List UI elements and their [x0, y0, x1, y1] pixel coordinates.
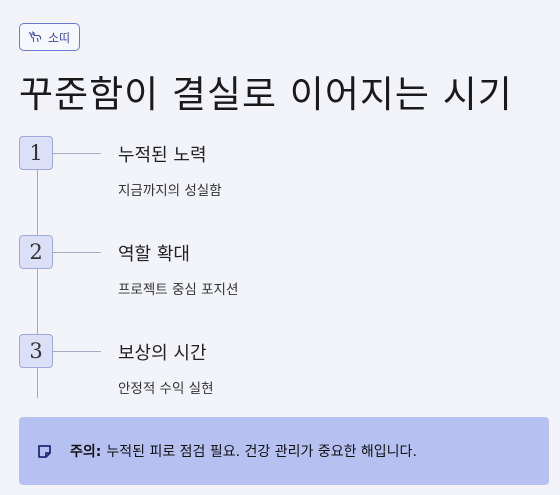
- step-number: 3: [19, 334, 53, 368]
- step-subtitle: 안정적 수익 실현: [118, 381, 214, 397]
- step-connector: [53, 351, 101, 352]
- notice-text: 누적된 피로 점검 필요. 건강 관리가 중요한 해입니다.: [106, 444, 417, 460]
- step-connector: [53, 153, 101, 154]
- step-number: 2: [19, 235, 53, 269]
- page-title: 꾸준함이 결실로 이어지는 시기: [19, 73, 513, 116]
- note-icon: [37, 444, 52, 459]
- step-number: 1: [19, 136, 53, 170]
- step-connector: [53, 252, 101, 253]
- notice-label: 주의:: [70, 444, 102, 460]
- step-title: 누적된 노력: [118, 145, 207, 166]
- timeline-step-3: 3 보상의 시간 안정적 수익 실현: [19, 334, 539, 404]
- timeline-step-1: 1 누적된 노력 지금까지의 성실함: [19, 136, 539, 206]
- step-subtitle: 프로젝트 중심 포지션: [118, 282, 239, 298]
- step-title: 역할 확대: [118, 244, 190, 265]
- step-subtitle: 지금까지의 성실함: [118, 183, 222, 199]
- tag-label: 소띠: [48, 30, 71, 45]
- notice-callout: 주의: 누적된 피로 점검 필요. 건강 관리가 중요한 해입니다.: [19, 417, 549, 485]
- timeline-step-2: 2 역할 확대 프로젝트 중심 포지션: [19, 235, 539, 305]
- timeline-line: [37, 168, 38, 398]
- step-title: 보상의 시간: [118, 343, 207, 364]
- zodiac-tag: 소띠: [19, 23, 81, 51]
- ox-icon: [28, 30, 42, 44]
